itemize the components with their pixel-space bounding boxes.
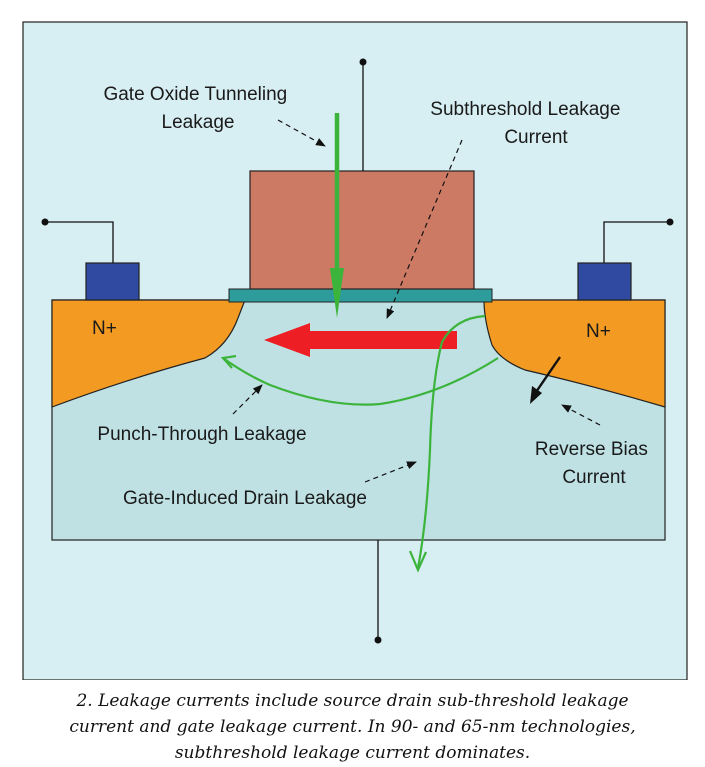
punch-through-curve <box>220 354 499 406</box>
leader-lines <box>232 119 601 483</box>
caption-line-3: subthreshold leakage current dominates. <box>174 743 531 763</box>
terminal-wires <box>45 62 670 640</box>
mosfet-leakage-diagram: Gate Oxide Tunneling Leakage Subthreshol… <box>22 21 688 680</box>
gate-oxide <box>228 288 493 303</box>
gidl-curve <box>408 314 486 573</box>
terminal-nodes <box>41 58 674 644</box>
source-contact <box>85 262 140 301</box>
caption-line-2: current and gate leakage current. In 90-… <box>69 717 636 737</box>
subthreshold-label-line1: Subthreshold Leakage <box>430 99 620 120</box>
gate-electrode <box>249 170 475 290</box>
subthreshold-label-line2: Current <box>504 127 568 148</box>
gate-tunneling-arrow <box>330 113 344 318</box>
n-plus-source-region <box>51 299 246 408</box>
n-plus-drain-region <box>483 299 666 408</box>
drain-contact <box>577 262 632 301</box>
gate-oxide-label-line2: Leakage <box>162 112 235 133</box>
subthreshold-leakage-arrow <box>264 323 457 357</box>
gate-oxide-label-line1: Gate Oxide Tunneling <box>103 84 287 105</box>
gidl-label: Gate-Induced Drain Leakage <box>123 488 367 509</box>
reverse-bias-label-line1: Reverse Bias <box>535 439 648 460</box>
reverse-bias-label-line2: Current <box>562 467 626 488</box>
subthreshold-label: Subthreshold Leakage Current <box>430 99 625 148</box>
n-plus-left-label: N+ <box>92 318 117 339</box>
caption-line-1: 2. Leakage currents include source drain… <box>76 691 629 711</box>
punch-through-label: Punch-Through Leakage <box>97 424 306 445</box>
n-plus-right-label: N+ <box>586 321 611 342</box>
figure-caption: 2. Leakage currents include source drain… <box>20 688 685 766</box>
gate-oxide-label: Gate Oxide Tunneling Leakage <box>103 84 292 133</box>
reverse-bias-arrow <box>530 356 561 404</box>
reverse-bias-label: Reverse Bias Current <box>535 439 653 488</box>
